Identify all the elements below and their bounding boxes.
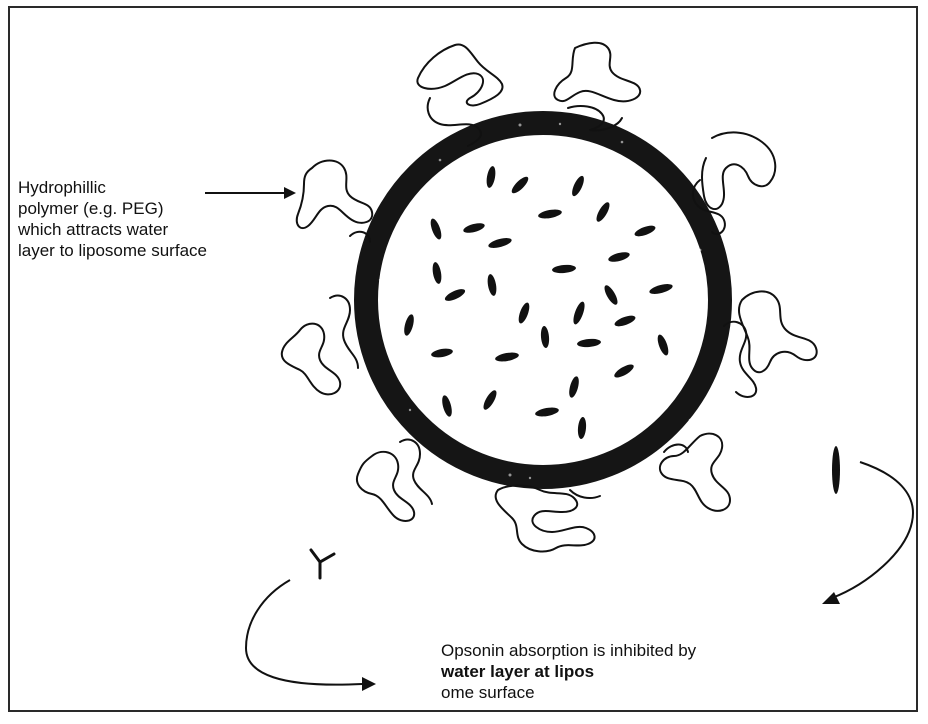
particle bbox=[633, 223, 656, 238]
curved-arrow-icon bbox=[246, 580, 376, 691]
particle bbox=[612, 362, 635, 380]
particle bbox=[486, 273, 498, 296]
particle bbox=[602, 283, 620, 306]
polymer-label-line: layer to liposome surface bbox=[18, 240, 207, 261]
particle bbox=[430, 347, 453, 359]
liposome-membrane bbox=[366, 123, 720, 477]
polymer-chain bbox=[554, 43, 640, 102]
particle bbox=[577, 417, 587, 440]
polymer-chain bbox=[702, 132, 775, 209]
particle bbox=[481, 388, 499, 411]
particle bbox=[431, 261, 443, 284]
particle bbox=[402, 313, 415, 336]
particle bbox=[509, 174, 530, 195]
particle bbox=[440, 394, 453, 417]
polymer-chain bbox=[282, 324, 340, 395]
particle bbox=[462, 221, 485, 234]
polymer-label-line: polymer (e.g. PEG) bbox=[18, 198, 207, 219]
polymer-chain bbox=[417, 44, 502, 105]
opsonin-label-line2-rest: ome surface bbox=[441, 682, 696, 703]
particle bbox=[428, 217, 443, 240]
polymer-chain bbox=[330, 296, 358, 368]
y-shaped-antibody-icon bbox=[311, 550, 334, 578]
polymer-label: Hydrophillic polymer (e.g. PEG) which at… bbox=[18, 177, 207, 261]
drug-particles bbox=[402, 165, 673, 439]
polymer-label-line: Hydrophillic bbox=[18, 177, 207, 198]
particle bbox=[487, 236, 512, 250]
opsonin-label-line1: Opsonin absorption is inhibited by bbox=[441, 640, 696, 661]
particle bbox=[443, 287, 466, 304]
particle bbox=[516, 301, 531, 324]
opsonin-label: Opsonin absorption is inhibited by water… bbox=[441, 640, 696, 703]
particle bbox=[485, 165, 497, 188]
particle bbox=[534, 406, 559, 418]
particle bbox=[540, 326, 550, 349]
polymer-chain bbox=[739, 291, 817, 372]
particle bbox=[577, 338, 602, 348]
particle bbox=[494, 351, 519, 363]
particle bbox=[607, 250, 630, 263]
particle bbox=[594, 200, 612, 223]
particle bbox=[571, 300, 587, 325]
particle bbox=[552, 264, 577, 274]
particle bbox=[567, 375, 580, 398]
polymer-chain bbox=[570, 490, 600, 498]
opsonin-label-line2-bold: water layer at lipos bbox=[441, 661, 696, 682]
particle bbox=[655, 333, 670, 356]
polymer-chain bbox=[357, 452, 414, 521]
particle bbox=[648, 282, 673, 296]
polymer-pointer-arrow bbox=[205, 187, 296, 199]
opsonin-rod bbox=[832, 446, 840, 494]
polymer-label-line: which attracts water bbox=[18, 219, 207, 240]
particle bbox=[537, 208, 562, 220]
particle bbox=[570, 174, 587, 197]
polymer-chain bbox=[297, 161, 372, 229]
particle bbox=[613, 313, 636, 328]
polymer-chain bbox=[660, 434, 730, 511]
